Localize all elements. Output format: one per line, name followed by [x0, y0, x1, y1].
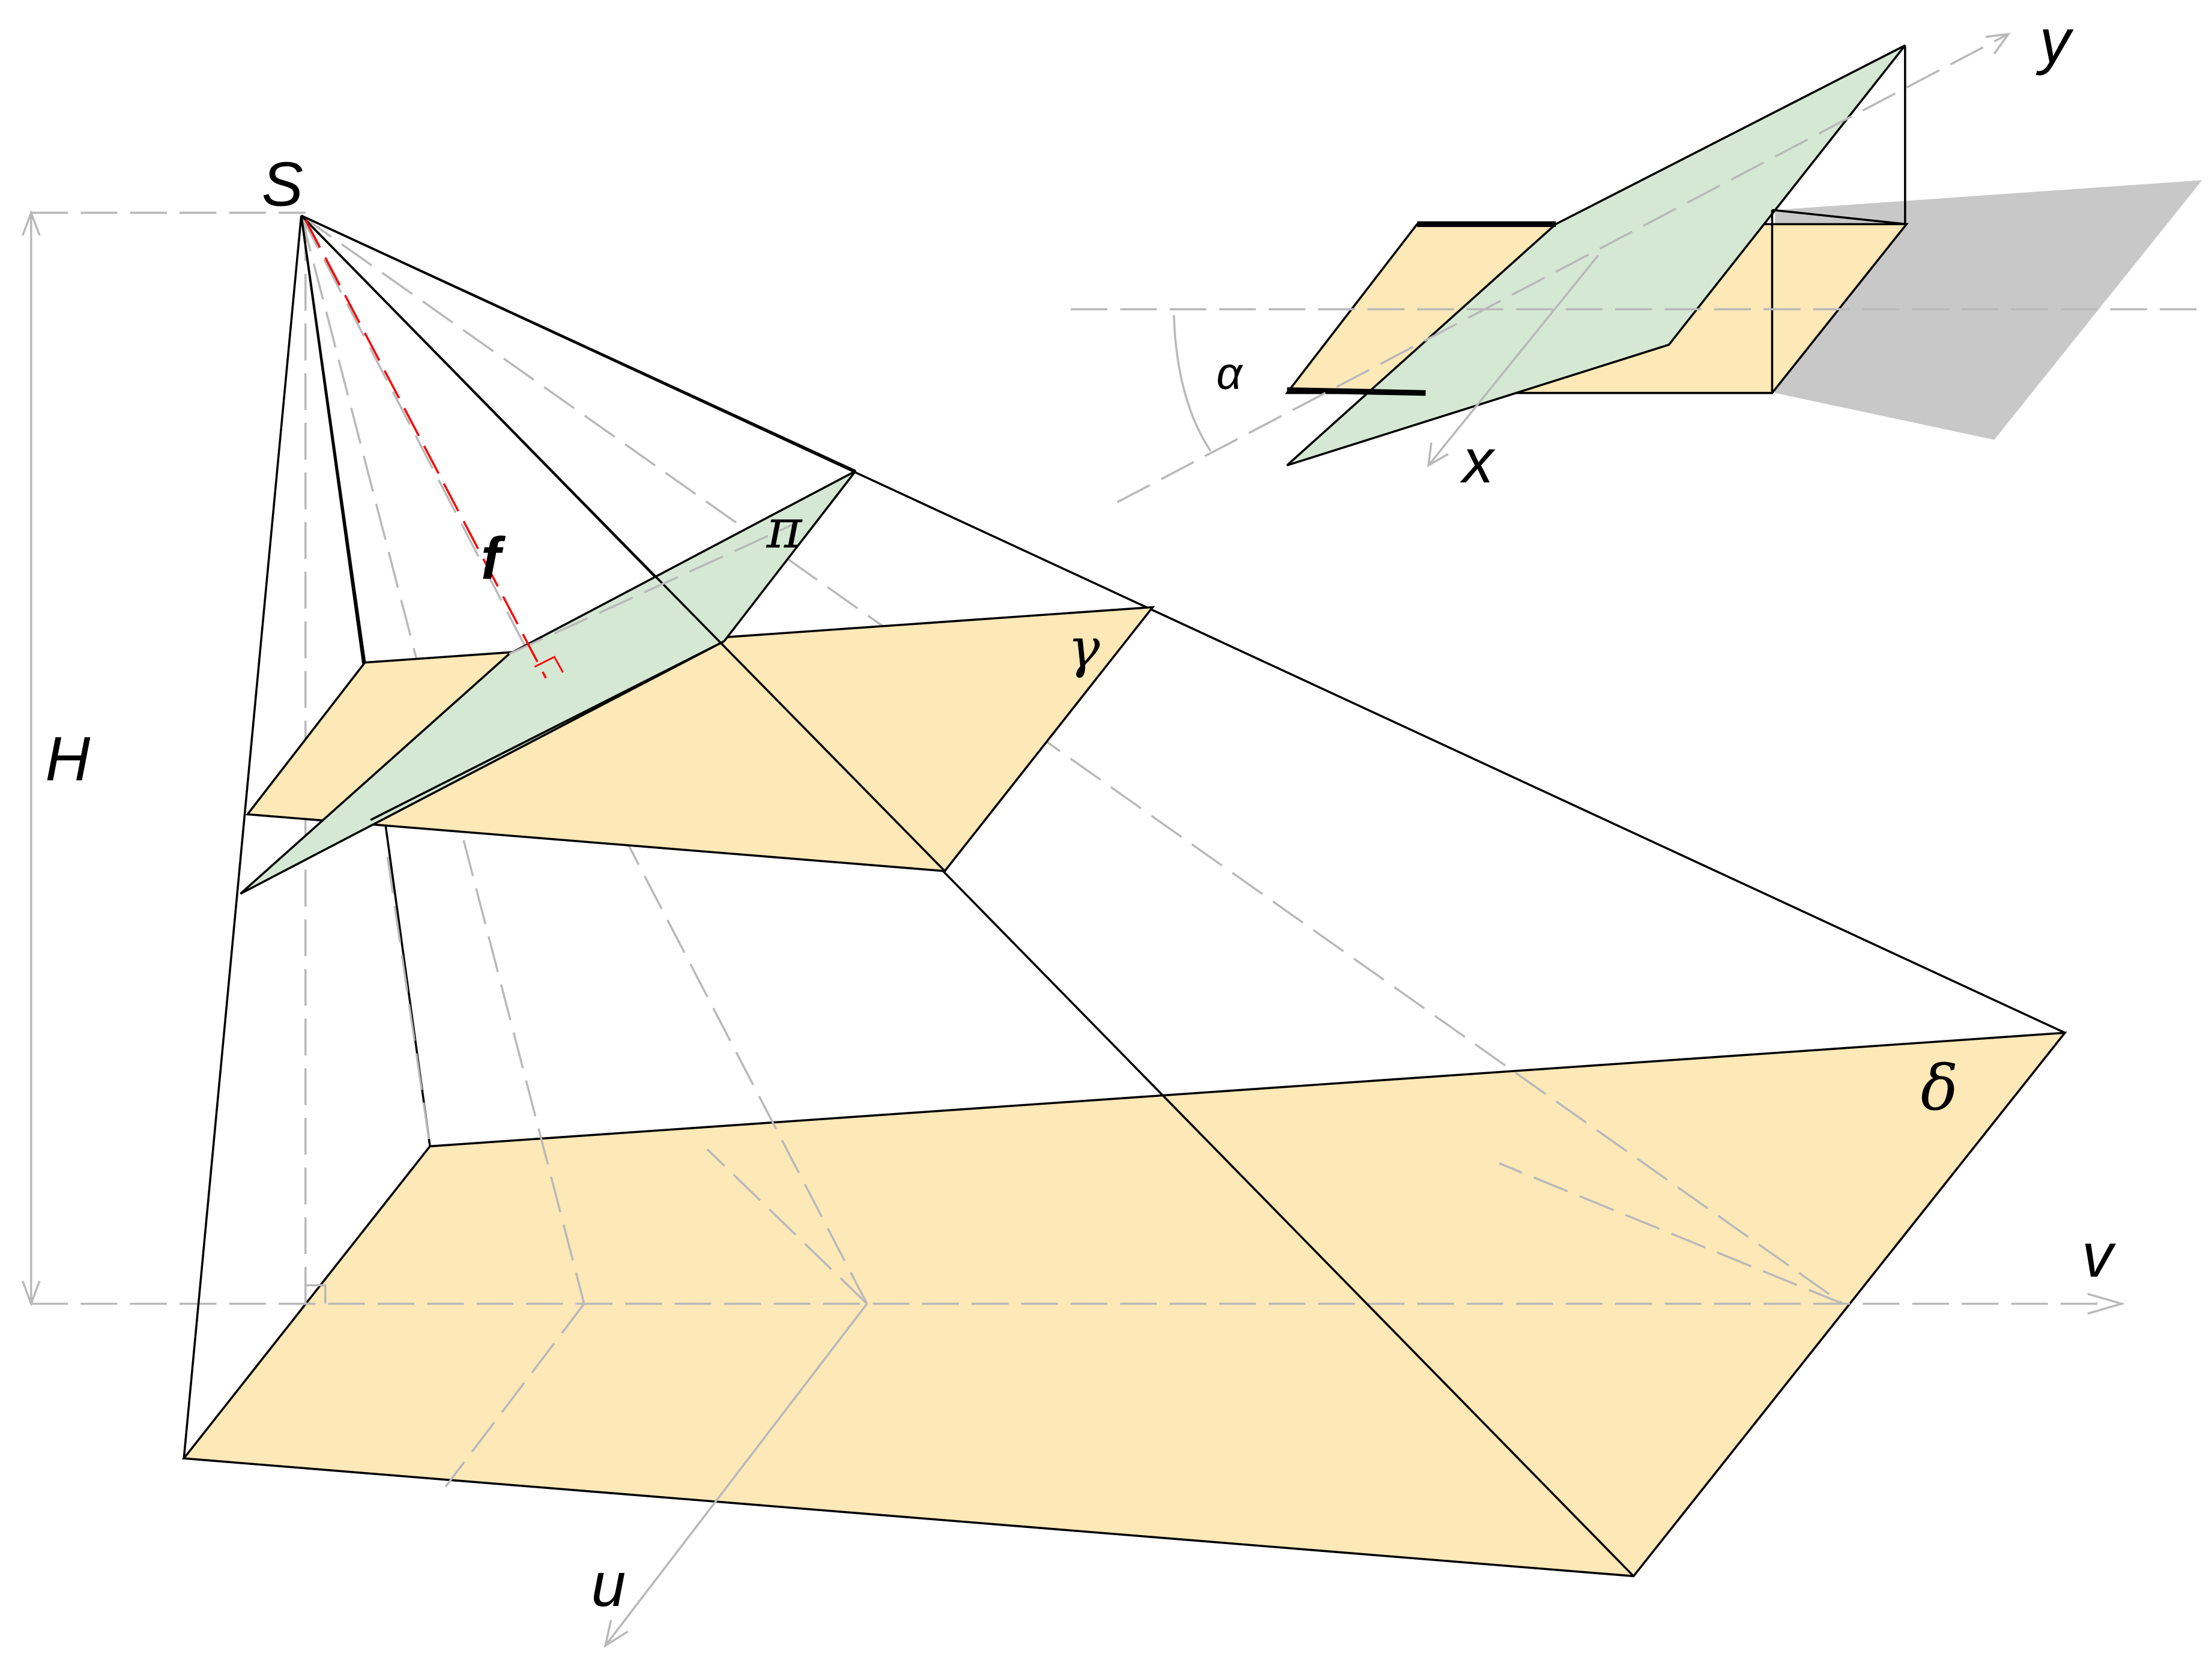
label-S: S [262, 149, 303, 219]
label-y: y [2036, 6, 2075, 76]
right-angle-marker-base [305, 1284, 327, 1304]
pi-gamma-intersection [370, 640, 725, 821]
label-gamma: γ [1068, 617, 1100, 680]
inset-diagram [1071, 32, 2202, 504]
label-x: x [1460, 426, 1496, 495]
label-delta: δ [1921, 1052, 1958, 1124]
hidden-lines-gamma [386, 524, 793, 1147]
label-f: f [481, 525, 506, 591]
u-axis [603, 1303, 868, 1648]
v-axis-arrow [2087, 1293, 2126, 1315]
label-u: u [591, 1550, 626, 1619]
pyramid-edges-front [300, 214, 946, 872]
inset-plane-green [1286, 44, 1906, 466]
right-angle-marker-f [534, 656, 564, 673]
label-v: v [2082, 1221, 2116, 1290]
plane-pi [240, 469, 857, 895]
label-H: H [45, 724, 91, 794]
focal-line [304, 219, 547, 679]
label-pi: π [766, 498, 803, 561]
label-alpha: α [1216, 348, 1243, 398]
height-dimension [22, 210, 41, 1307]
